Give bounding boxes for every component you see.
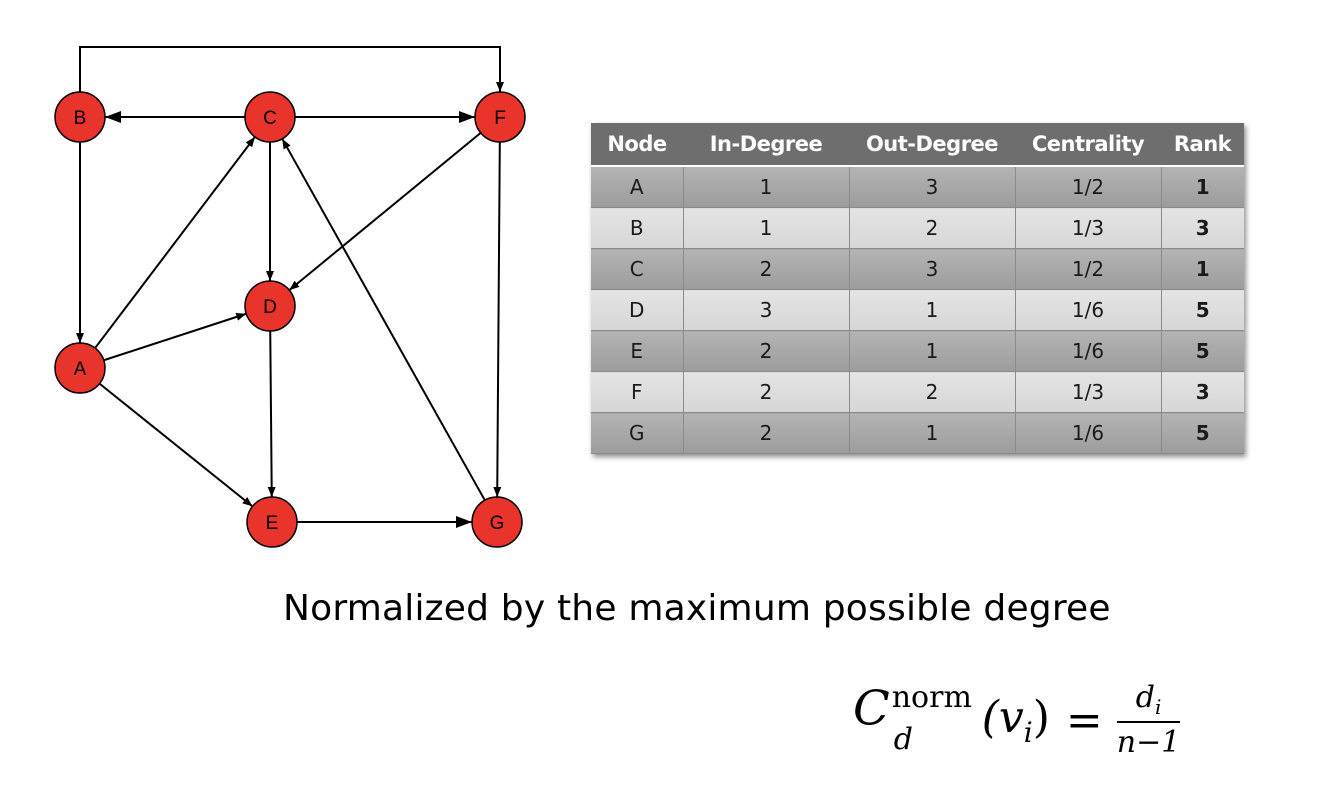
formula-symbol: C — [853, 680, 890, 737]
formula-subscript: d — [893, 722, 913, 757]
node-D-label: D — [263, 297, 277, 318]
cell-in-degree: 1 — [683, 166, 850, 208]
caption-text: Normalized by the maximum possible degre… — [283, 588, 1111, 629]
cell-rank: 5 — [1161, 412, 1244, 454]
edge-A-to-D — [103, 312, 247, 362]
cell-in-degree: 3 — [683, 289, 850, 331]
node-D-circle — [244, 280, 296, 332]
cell-rank: 1 — [1161, 166, 1244, 208]
formula-argument-close: ) — [1032, 691, 1050, 743]
cell-out-degree: 1 — [849, 289, 1016, 331]
cell-centrality: 1/6 — [1015, 412, 1162, 454]
cell-centrality: 1/2 — [1015, 248, 1162, 290]
node-A-circle — [54, 342, 106, 394]
graph-edges — [76, 46, 504, 528]
formula-numerator-sub: i — [1154, 695, 1162, 719]
cell-centrality: 1/6 — [1015, 289, 1162, 331]
node-F-circle — [474, 91, 526, 143]
cell-node: G — [591, 412, 684, 454]
node-B: B — [54, 91, 106, 143]
cell-in-degree: 2 — [683, 412, 850, 454]
node-A-label: A — [74, 359, 87, 380]
node-F: F — [474, 91, 526, 143]
directed-graph: A B C D E F G — [54, 46, 526, 548]
edge-A-to-C — [94, 136, 256, 349]
edge-F-to-D — [288, 132, 482, 291]
cell-in-degree: 2 — [683, 371, 850, 413]
formula-numerator-var: d — [1135, 680, 1155, 715]
node-E-circle — [246, 496, 298, 548]
header-out-degree: Out-Degree — [849, 123, 1015, 167]
cell-node: F — [591, 371, 684, 413]
node-F-label: F — [494, 108, 506, 129]
node-E-label: E — [266, 513, 279, 534]
header-in-degree: In-Degree — [683, 123, 849, 167]
formula-argument: (vi) — [981, 691, 1050, 749]
cell-centrality: 1/6 — [1015, 330, 1162, 372]
formula-denominator: n−1 — [1117, 723, 1181, 760]
cell-centrality: 1/3 — [1015, 207, 1162, 249]
cell-out-degree: 1 — [849, 412, 1016, 454]
cell-node: D — [591, 289, 684, 331]
cell-rank: 5 — [1161, 289, 1244, 331]
table-row: A 1 3 1/2 1 — [591, 166, 1244, 208]
formula-scripts: norm d — [892, 680, 982, 760]
cell-node: E — [591, 330, 684, 372]
cell-out-degree: 1 — [849, 330, 1016, 372]
cell-out-degree: 2 — [849, 207, 1016, 249]
cell-in-degree: 2 — [683, 248, 850, 290]
formula-superscript: norm — [891, 680, 972, 715]
cell-in-degree: 1 — [683, 207, 850, 249]
formula-argument-open: (v — [981, 691, 1024, 743]
header-rank: Rank — [1161, 123, 1244, 167]
node-G-circle — [471, 496, 523, 548]
cell-out-degree: 3 — [849, 248, 1016, 290]
node-D: D — [244, 280, 296, 332]
edge-B-to-F — [79, 46, 504, 92]
formula-numerator: di — [1116, 680, 1181, 723]
node-E: E — [246, 496, 298, 548]
node-C: C — [244, 91, 296, 143]
table-row: E 2 1 1/6 5 — [591, 330, 1244, 372]
edge-G-to-C — [281, 138, 486, 501]
node-C-label: C — [263, 108, 277, 129]
graph-nodes: A B C D E F G — [54, 91, 526, 548]
cell-out-degree: 3 — [849, 166, 1016, 208]
cell-node: A — [591, 166, 684, 208]
edge-F-to-G — [493, 141, 502, 498]
cell-node: C — [591, 248, 684, 290]
node-G: G — [471, 496, 523, 548]
node-B-label: B — [74, 108, 87, 129]
cell-rank: 5 — [1161, 330, 1244, 372]
formula-equals: = — [1065, 694, 1103, 746]
table-row: D 3 1 1/6 5 — [591, 289, 1244, 331]
edge-A-to-E — [98, 382, 254, 508]
formula-argument-sub: i — [1023, 715, 1033, 749]
cell-rank: 1 — [1161, 248, 1244, 290]
formula-denominator-text: n−1 — [1116, 725, 1181, 760]
table-row: B 1 2 1/3 3 — [591, 207, 1244, 249]
degree-centrality-table: Node In-Degree Out-Degree Centrality Ran… — [591, 123, 1244, 454]
cell-node: B — [591, 207, 684, 249]
cell-in-degree: 2 — [683, 330, 850, 372]
cell-centrality: 1/3 — [1015, 371, 1162, 413]
node-A: A — [54, 342, 106, 394]
table-row: C 2 3 1/2 1 — [591, 248, 1244, 290]
cell-rank: 3 — [1161, 371, 1244, 413]
table-row: F 2 2 1/3 3 — [591, 371, 1244, 413]
cell-rank: 3 — [1161, 207, 1244, 249]
table-row: G 2 1 1/6 5 — [591, 412, 1244, 454]
edge-D-to-E — [267, 330, 276, 498]
table-header-row: Node In-Degree Out-Degree Centrality Ran… — [591, 123, 1244, 167]
header-node: Node — [591, 123, 683, 167]
node-G-label: G — [490, 513, 505, 534]
cell-centrality: 1/2 — [1015, 166, 1162, 208]
node-B-circle — [54, 91, 106, 143]
cell-out-degree: 2 — [849, 371, 1016, 413]
header-centrality: Centrality — [1015, 123, 1161, 167]
node-C-circle — [244, 91, 296, 143]
